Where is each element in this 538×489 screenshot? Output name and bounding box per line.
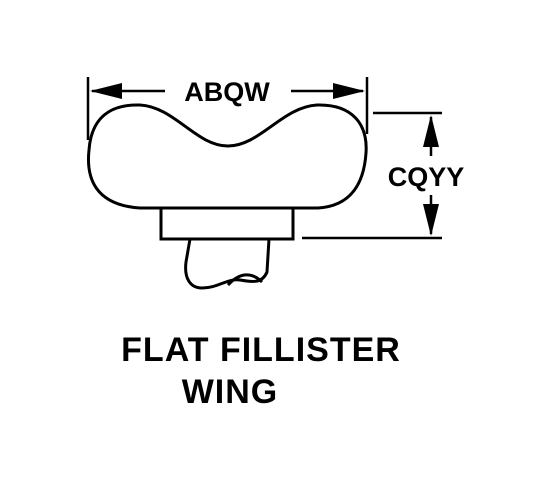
caption-line-2: WING (181, 373, 279, 411)
caption-line-1: FLAT FILLISTER (121, 331, 401, 369)
width-arrow-left (90, 83, 122, 99)
width-dimension (86, 77, 369, 140)
height-dimension (302, 111, 442, 240)
width-arrow-right (333, 83, 365, 99)
height-arrow-bottom (423, 204, 439, 236)
height-arrow-top (423, 115, 439, 147)
screw-collar (159, 206, 295, 241)
wing-head (86, 103, 368, 210)
width-label: ABQW (184, 77, 270, 107)
screw-shank (184, 238, 271, 290)
height-label: CQYY (388, 162, 465, 192)
